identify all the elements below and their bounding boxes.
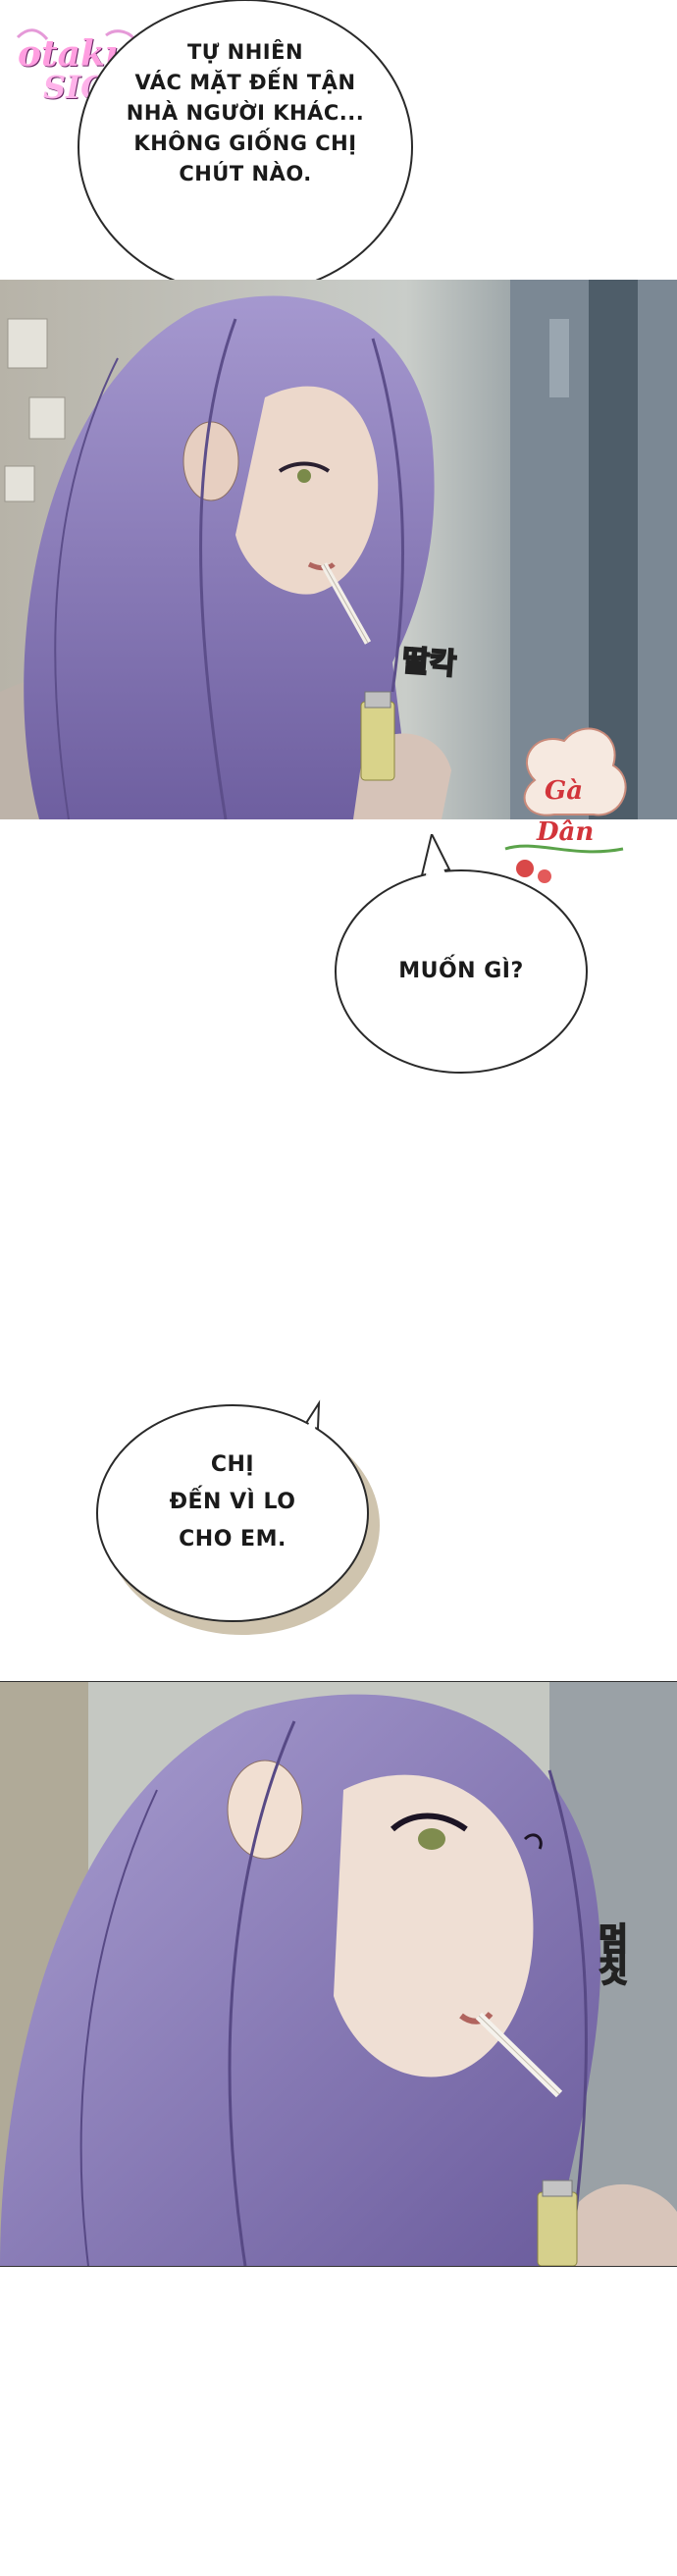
speech-bubble-3: CHỊ ĐẾN VÌ LO CHO EM. <box>83 1374 397 1649</box>
speech-bubble-1: TỰ NHIÊN VÁC MẶT ĐẾN TẬN NHÀ NGƯỜI KHÁC.… <box>0 0 677 334</box>
sfx-click: 딸칵 <box>400 643 459 683</box>
translator-stamp: Gà Dân <box>495 721 643 888</box>
bubble-1-line: NHÀ NGƯỜI KHÁC... <box>126 101 365 125</box>
bubble-1-line: CHÚT NÀO. <box>179 162 312 185</box>
bubble-2-line: MUỐN GÌ? <box>398 959 524 983</box>
stamp-art <box>504 727 627 883</box>
bubble-3-line: ĐẾN VÌ LO <box>169 1490 296 1514</box>
comic-panel-2: 멈칫 <box>0 1681 677 2267</box>
speech-bubble-1-text: TỰ NHIÊN VÁC MẶT ĐẾN TẬN NHÀ NGƯỜI KHÁC.… <box>118 37 373 189</box>
panel-1-illustration <box>0 280 677 819</box>
bubble-3-line: CHO EM. <box>179 1527 286 1551</box>
speech-bubble-3-shape <box>96 1399 380 1635</box>
bubble-1-line: VÁC MẶT ĐẾN TẬN <box>134 71 356 94</box>
bubble-3-line: CHỊ <box>210 1452 255 1477</box>
panel-2-illustration <box>0 1682 677 2266</box>
stamp-text-top: Gà <box>545 776 584 806</box>
stamp-text-bottom: Dân <box>537 817 595 847</box>
speech-bubble-2-shape <box>335 834 588 1074</box>
bubble-1-line: KHÔNG GIỐNG CHỊ <box>133 131 357 155</box>
comic-panel-1: 딸칵 <box>0 280 677 819</box>
bubble-1-line: TỰ NHIÊN <box>186 40 304 64</box>
speech-bubble-2-text: MUỐN GÌ? <box>353 956 569 987</box>
watermark-logo: otaku SIC <box>8 27 145 106</box>
sfx-freeze: 멈칫 <box>592 1921 631 1986</box>
speech-bubble-3-text: CHỊ ĐẾN VÌ LO CHO EM. <box>125 1446 340 1558</box>
speech-bubble-2: MUỐN GÌ? <box>324 834 608 1079</box>
